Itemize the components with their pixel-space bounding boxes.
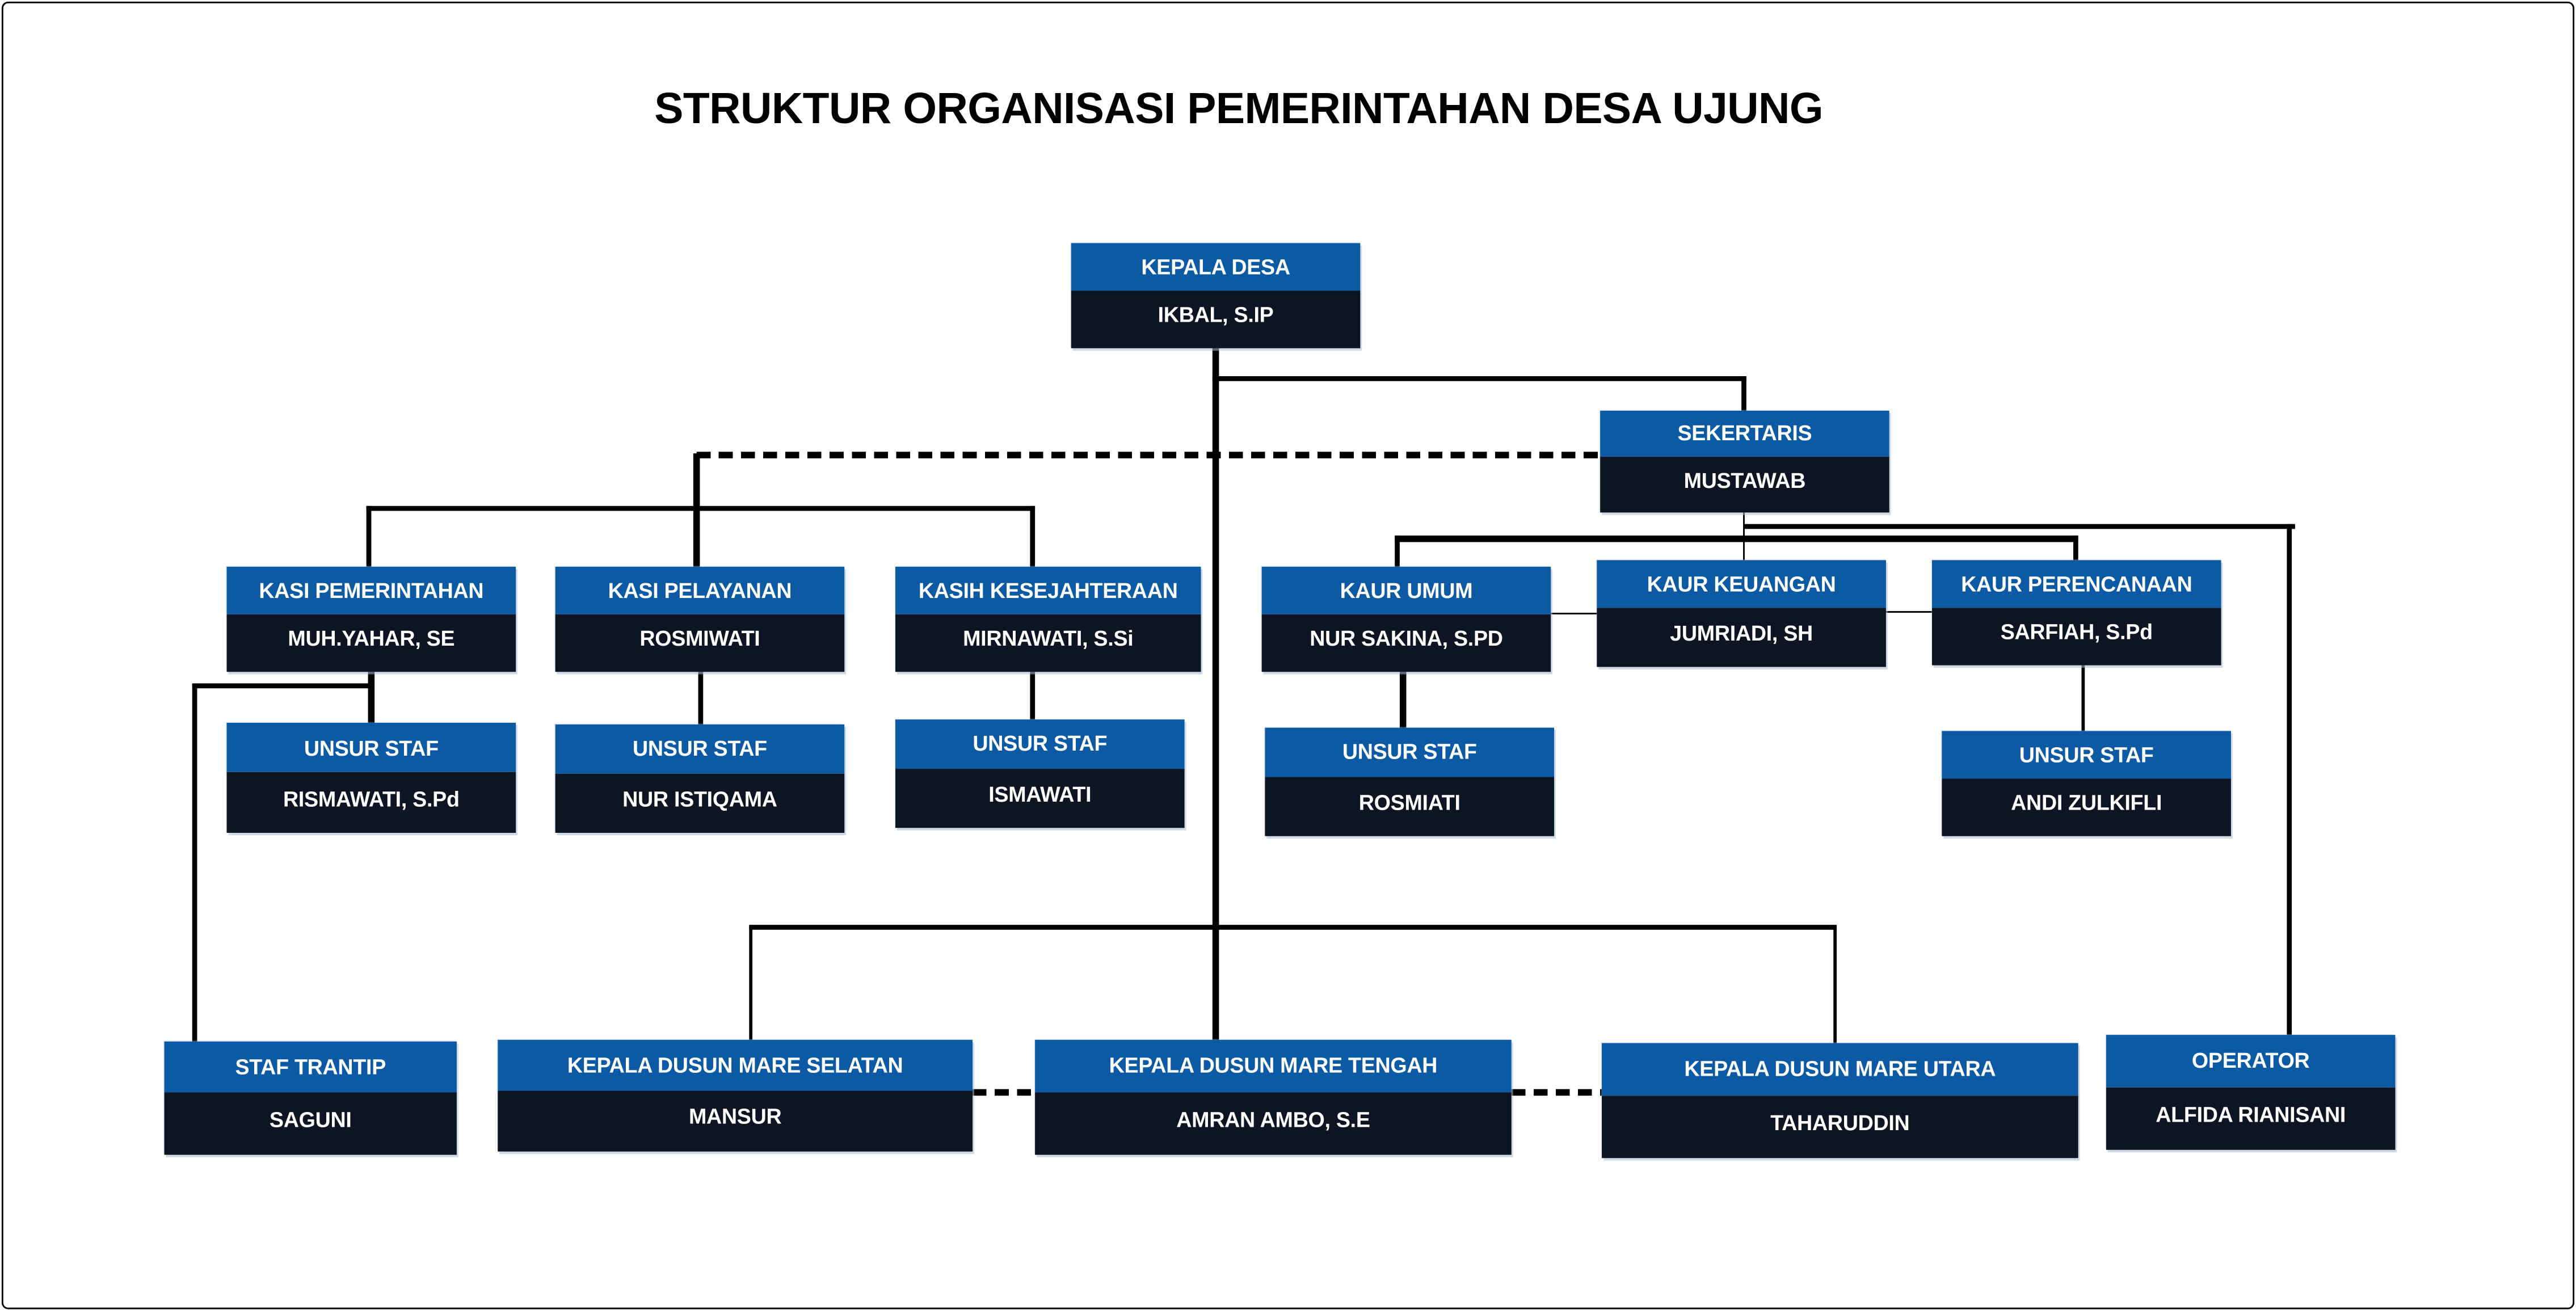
position-title: KAUR KEUANGAN xyxy=(1597,560,1886,609)
connector-tengah-utara-dashed xyxy=(1511,1089,1602,1096)
connector-kaur-umum-drop xyxy=(1395,536,1401,567)
position-title: UNSUR STAF xyxy=(555,724,845,773)
org-box-operator: OPERATOR ALFIDA RIANISANI xyxy=(2106,1035,2396,1150)
person-name: JUMRIADI, SH xyxy=(1597,608,1886,667)
connector-keuangan-perencanaan-thin-h xyxy=(1885,610,1933,613)
org-box-kadus-mare-utara: KEPALA DUSUN MARE UTARA TAHARUDDIN xyxy=(1602,1043,2078,1159)
connector-spine-vertical xyxy=(1213,348,1219,1040)
position-title: KEPALA DESA xyxy=(1071,243,1361,290)
position-title: UNSUR STAF xyxy=(226,722,516,773)
connector-dusun-distributor-h xyxy=(749,924,1837,930)
position-title: KASI PEMERINTAHAN xyxy=(226,566,516,614)
connector-selatan-tengah-dashed xyxy=(973,1089,1036,1096)
connector-operator-branch-h xyxy=(1742,523,2295,529)
position-title: OPERATOR xyxy=(2106,1035,2396,1087)
position-title: SEKERTARIS xyxy=(1600,410,1889,457)
person-name: MUH.YAHAR, SE xyxy=(226,614,516,672)
org-box-unsur-staf-perencanaan: UNSUR STAF ANDI ZULKIFLI xyxy=(1942,731,2231,836)
connector-operator-drop-v xyxy=(2286,523,2292,1035)
person-name: MANSUR xyxy=(498,1090,973,1152)
connector-unsur-kesejahteraan-drop xyxy=(1029,672,1035,720)
org-box-kepala-desa: KEPALA DESA IKBAL, S.IP xyxy=(1071,243,1361,348)
position-title: KEPALA DUSUN MARE SELATAN xyxy=(498,1039,973,1090)
org-box-unsur-staf-kesejahteraan: UNSUR STAF ISMAWATI xyxy=(895,719,1185,828)
org-box-unsur-staf-umum: UNSUR STAF ROSMIATI xyxy=(1265,727,1555,836)
connector-kasih-kesejahteraan-drop xyxy=(1029,506,1036,567)
person-name: TAHARUDDIN xyxy=(1602,1094,2078,1159)
person-name: ROSMIATI xyxy=(1265,776,1555,836)
person-name: MUSTAWAB xyxy=(1600,456,1889,513)
position-title: UNSUR STAF xyxy=(1265,727,1555,777)
connector-unsur-pemerintahan-drop xyxy=(368,672,374,723)
position-title: STAF TRANTIP xyxy=(164,1041,457,1093)
person-name: SARFIAH, S.Pd xyxy=(1932,607,2221,665)
connector-dusun-utara-drop xyxy=(1833,926,1837,1043)
position-title: KAUR UMUM xyxy=(1261,566,1551,614)
person-name: SAGUNI xyxy=(164,1092,457,1155)
page-title: STRUKTUR ORGANISASI PEMERINTAHAN DESA UJ… xyxy=(654,83,1823,133)
person-name: IKBAL, S.IP xyxy=(1071,290,1361,348)
org-box-kaur-umum: KAUR UMUM NUR SAKINA, S.PD xyxy=(1261,566,1551,672)
connector-coordination-dashed xyxy=(696,452,1601,458)
org-box-unsur-staf-pelayanan: UNSUR STAF NUR ISTIQAMA xyxy=(555,724,845,833)
person-name: AMRAN AMBO, S.E xyxy=(1035,1092,1512,1155)
org-box-kaur-perencanaan: KAUR PERENCANAAN SARFIAH, S.Pd xyxy=(1932,560,2221,665)
person-name: ROSMIWATI xyxy=(555,614,845,672)
person-name: NUR ISTIQAMA xyxy=(555,773,845,833)
person-name: ALFIDA RIANISANI xyxy=(2106,1086,2396,1150)
connector-sekertaris-branch-h xyxy=(1213,376,1747,382)
connector-kasi-distributor-h xyxy=(366,506,1036,512)
connector-kaur-distributor-h xyxy=(1395,536,2078,542)
person-name: NUR SAKINA, S.PD xyxy=(1261,614,1551,672)
connector-unsur-umum-drop xyxy=(1400,672,1406,728)
org-box-kadus-mare-selatan: KEPALA DUSUN MARE SELATAN MANSUR xyxy=(498,1039,973,1152)
position-title: KASI PELAYANAN xyxy=(555,566,845,614)
connector-umum-keuangan-thin-h xyxy=(1551,612,1597,614)
person-name: ISMAWATI xyxy=(895,768,1185,828)
connector-dusun-selatan-drop xyxy=(749,926,753,1040)
position-title: UNSUR STAF xyxy=(1942,731,2231,778)
org-box-kasi-pemerintahan: KASI PEMERINTAHAN MUH.YAHAR, SE xyxy=(226,566,516,672)
connector-kasi-pemerintahan-drop xyxy=(366,506,372,567)
connector-unsur-perencanaan-thin-drop xyxy=(2082,665,2085,731)
connector-kaur-perencanaan-drop xyxy=(2072,536,2078,561)
position-title: KASIH KESEJAHTERAAN xyxy=(895,566,1201,614)
connector-unsur-pelayanan-drop xyxy=(697,672,702,724)
org-box-kasi-pelayanan: KASI PELAYANAN ROSMIWATI xyxy=(555,566,845,672)
person-name: MIRNAWATI, S.Si xyxy=(895,614,1201,672)
connector-sekertaris-drop-v xyxy=(1741,376,1747,411)
position-title: KEPALA DUSUN MARE UTARA xyxy=(1602,1043,2078,1095)
org-box-sekertaris: SEKERTARIS MUSTAWAB xyxy=(1600,410,1889,513)
org-box-kadus-mare-tengah: KEPALA DUSUN MARE TENGAH AMRAN AMBO, S.E xyxy=(1035,1039,1512,1155)
connector-staf-trantip-drop-v xyxy=(192,683,198,1042)
org-box-staf-trantip: STAF TRANTIP SAGUNI xyxy=(164,1041,457,1155)
position-title: UNSUR STAF xyxy=(895,719,1185,769)
org-box-unsur-staf-pemerintahan: UNSUR STAF RISMAWATI, S.Pd xyxy=(226,722,516,833)
person-name: ANDI ZULKIFLI xyxy=(1942,778,2231,836)
person-name: RISMAWATI, S.Pd xyxy=(226,772,516,833)
position-title: KEPALA DUSUN MARE TENGAH xyxy=(1035,1039,1512,1092)
position-title: KAUR PERENCANAAN xyxy=(1932,560,2221,608)
org-box-kaur-keuangan: KAUR KEUANGAN JUMRIADI, SH xyxy=(1597,560,1886,667)
org-box-kasih-kesejahteraan: KASIH KESEJAHTERAAN MIRNAWATI, S.Si xyxy=(895,566,1201,672)
connector-staf-trantip-branch-h xyxy=(192,683,373,689)
